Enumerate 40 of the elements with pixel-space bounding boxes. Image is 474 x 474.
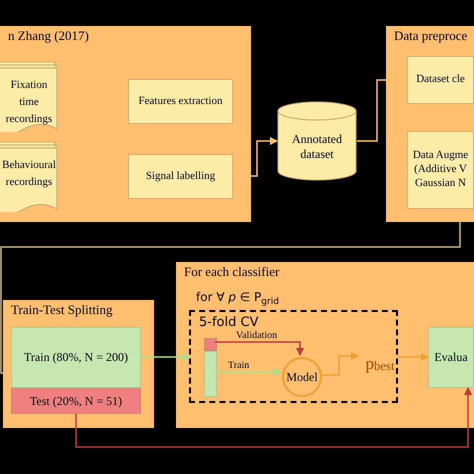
process-box xyxy=(407,131,474,209)
group-panel xyxy=(0,26,251,222)
process-box xyxy=(128,154,233,199)
node-label: Annotated dataset xyxy=(291,132,343,162)
node-label: Evalua xyxy=(434,350,468,365)
arrow xyxy=(251,137,278,177)
arrow xyxy=(141,353,190,361)
arrow xyxy=(320,352,359,376)
node-label: Signal labelling xyxy=(146,170,216,184)
node-label: Features extraction xyxy=(138,94,222,108)
group-panel xyxy=(3,300,154,428)
process-box xyxy=(128,79,233,124)
node-label: Behavioural recordings xyxy=(2,159,56,188)
process-box xyxy=(407,56,474,104)
node-label: Data Augme (Additive V Gaussian N xyxy=(412,149,470,191)
loop-label: for ∀ p ∈ P$_{grid}$ xyxy=(196,289,280,306)
evaluation-box xyxy=(428,327,474,388)
panel-title: For each classifier xyxy=(184,263,280,280)
node-label: Model xyxy=(286,370,318,384)
panel-title: Train-Test Splitting xyxy=(11,301,114,318)
panel-title: Data preproce xyxy=(394,27,468,44)
arrow xyxy=(398,353,429,361)
train-box xyxy=(11,327,141,388)
parameter-label: p$_{best}$ xyxy=(364,352,396,376)
node-label: Fixation time recordings xyxy=(6,79,52,124)
frame-label: 5-fold CV xyxy=(199,315,258,330)
validation-fold xyxy=(204,338,217,351)
arrow xyxy=(75,387,472,448)
node-label: Dataset cle xyxy=(416,73,465,87)
node-label: Test (20%, N = 51) xyxy=(30,394,122,408)
arrow xyxy=(215,368,281,376)
panel-title: n Zhang (2017) xyxy=(8,27,90,44)
node-label: Train (80%, N = 200) xyxy=(24,350,128,365)
edge-label: Train xyxy=(228,361,250,371)
group-panel xyxy=(386,26,474,222)
edge-label: Validation xyxy=(236,331,278,341)
group-panel xyxy=(176,262,474,428)
test-box xyxy=(11,388,141,414)
train-fold xyxy=(204,351,217,397)
arrow xyxy=(215,341,304,356)
